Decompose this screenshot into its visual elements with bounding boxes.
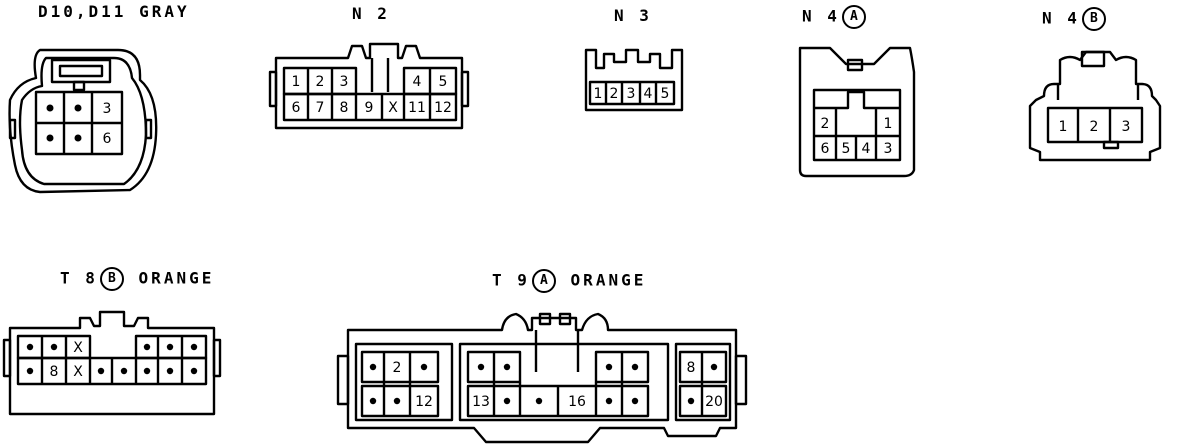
pin-label: 3 bbox=[627, 86, 636, 102]
connector-n4b bbox=[1028, 50, 1162, 162]
label-n2: N 2 bbox=[352, 5, 390, 23]
pin-label: 5 bbox=[842, 141, 851, 157]
connector-n4a bbox=[798, 46, 916, 178]
pin-label: 12 bbox=[415, 394, 433, 410]
connector-n3 bbox=[584, 48, 684, 112]
pin-label: X bbox=[73, 364, 83, 380]
variant-badge: A bbox=[531, 269, 556, 293]
title-text: N 4 bbox=[1042, 8, 1080, 28]
title-text: N 4 bbox=[802, 6, 840, 26]
pin-number-labels: 3 6 1 2 3 4 5 6 7 8 9 X 11 12 1 2 3 4 5 … bbox=[50, 74, 1131, 410]
pin-label: 13 bbox=[472, 394, 490, 410]
connector-n2 bbox=[268, 42, 470, 130]
color-text: ORANGE bbox=[570, 270, 647, 290]
variant-badge: B bbox=[1081, 7, 1106, 31]
pin-label: 6 bbox=[821, 141, 830, 157]
connector-t9a bbox=[336, 312, 748, 444]
variant-badge: A bbox=[841, 5, 866, 29]
title-text: N 3 bbox=[614, 6, 652, 25]
blank-pin-dots bbox=[26, 104, 718, 405]
pin-label: 2 bbox=[821, 116, 830, 132]
pin-label: 2 bbox=[1090, 119, 1099, 135]
title-text: D10,D11 GRAY bbox=[38, 2, 190, 21]
pin-label: 12 bbox=[434, 100, 452, 116]
pin-label: 2 bbox=[316, 74, 325, 90]
label-d10-d11: D10,D11 GRAY bbox=[38, 3, 190, 21]
pin-label: 3 bbox=[1122, 119, 1131, 135]
title-text: N 2 bbox=[352, 4, 390, 23]
pin-label: 20 bbox=[705, 394, 723, 410]
pin-label: 4 bbox=[862, 141, 871, 157]
pin-label: 3 bbox=[103, 101, 112, 117]
pin-label: 5 bbox=[661, 86, 670, 102]
pin-label: 6 bbox=[292, 100, 301, 116]
pin-label: 7 bbox=[316, 100, 325, 116]
pin-label: 4 bbox=[644, 86, 653, 102]
pin-label: 3 bbox=[340, 74, 349, 90]
pin-label: 2 bbox=[393, 360, 402, 376]
pin-label: 8 bbox=[687, 360, 696, 376]
title-text: T 9 bbox=[492, 270, 530, 290]
pin-label: 4 bbox=[413, 74, 422, 90]
pin-label: 1 bbox=[292, 74, 301, 90]
connector-t8b bbox=[2, 310, 222, 416]
color-text: ORANGE bbox=[138, 268, 215, 288]
pin-label: 11 bbox=[408, 100, 426, 116]
pin-label: X bbox=[388, 100, 398, 116]
pin-label: 6 bbox=[103, 131, 112, 147]
pin-label: X bbox=[73, 340, 83, 356]
pin-label: 5 bbox=[439, 74, 448, 90]
pin-label: 16 bbox=[568, 394, 586, 410]
pin-label: 8 bbox=[340, 100, 349, 116]
connector-d10 bbox=[8, 48, 158, 194]
pin-label: 1 bbox=[594, 86, 603, 102]
pin-label: 8 bbox=[50, 364, 59, 380]
variant-badge: B bbox=[99, 267, 124, 291]
title-text: T 8 bbox=[60, 268, 98, 288]
label-n3: N 3 bbox=[614, 7, 652, 25]
pin-label: 3 bbox=[884, 141, 893, 157]
pin-label: 9 bbox=[365, 100, 374, 116]
pin-label: 1 bbox=[1059, 119, 1068, 135]
pin-label: 2 bbox=[610, 86, 619, 102]
pin-label: 1 bbox=[884, 116, 893, 132]
